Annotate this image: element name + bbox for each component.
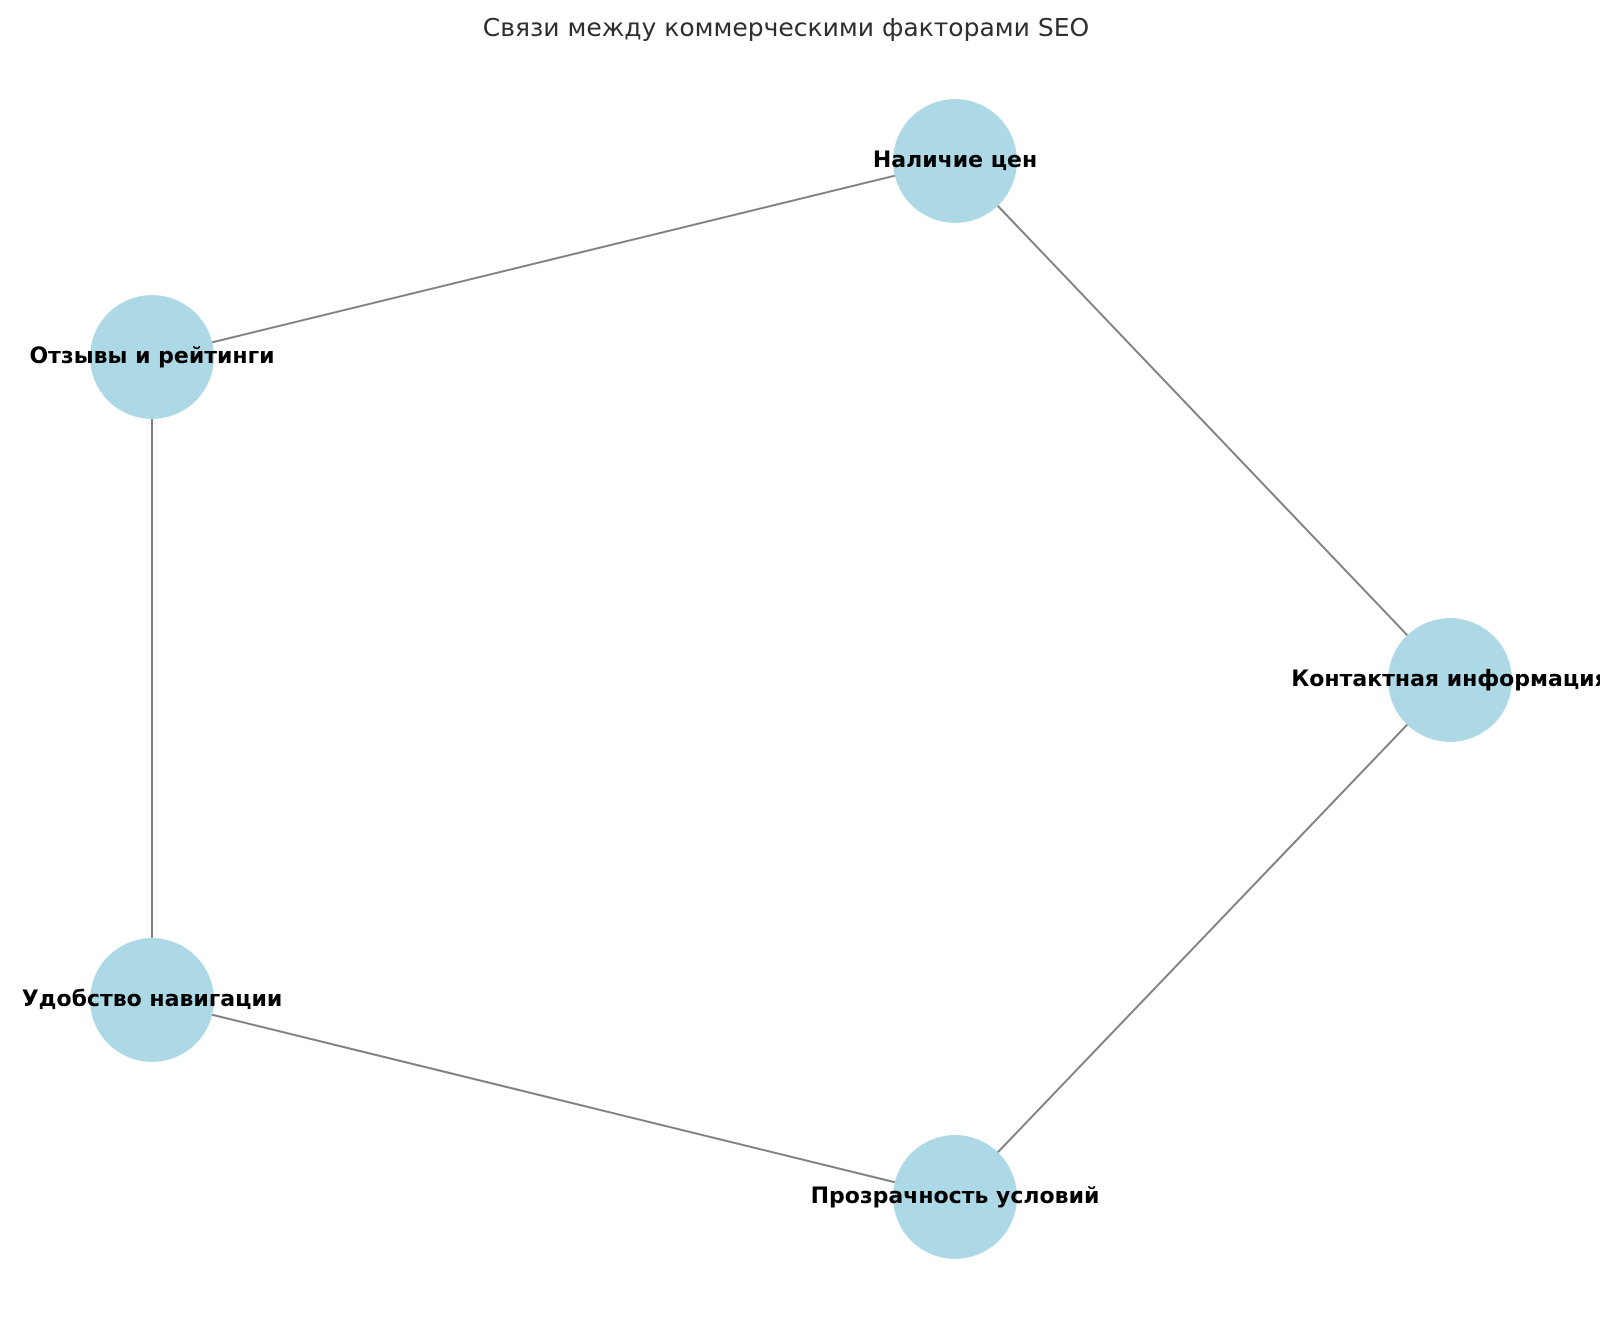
graph-node-label-reviews: Отзывы и рейтинги xyxy=(29,344,275,369)
graph-node-navigation xyxy=(90,938,214,1062)
graph-node-label-transparency: Прозрачность условий xyxy=(810,1184,1100,1209)
graph-node-label-prices: Наличие цен xyxy=(872,148,1038,173)
chart-title: Связи между коммерческими факторами SEO xyxy=(482,13,1090,42)
graph-node-label-contact: Контактная информация xyxy=(1291,667,1600,692)
graph-node-label-navigation: Удобство навигации xyxy=(21,987,283,1012)
graph-edge-prices-reviews xyxy=(151,160,956,358)
graph-edge-prices-contact xyxy=(954,160,1451,681)
graph-node-transparency xyxy=(893,1135,1017,1259)
graph-node-prices xyxy=(893,99,1017,223)
graph-node-contact xyxy=(1388,618,1512,742)
graph-edge-navigation-transparency xyxy=(151,999,956,1198)
graph-node-reviews xyxy=(90,295,214,419)
graph-edge-contact-transparency xyxy=(954,679,1451,1198)
